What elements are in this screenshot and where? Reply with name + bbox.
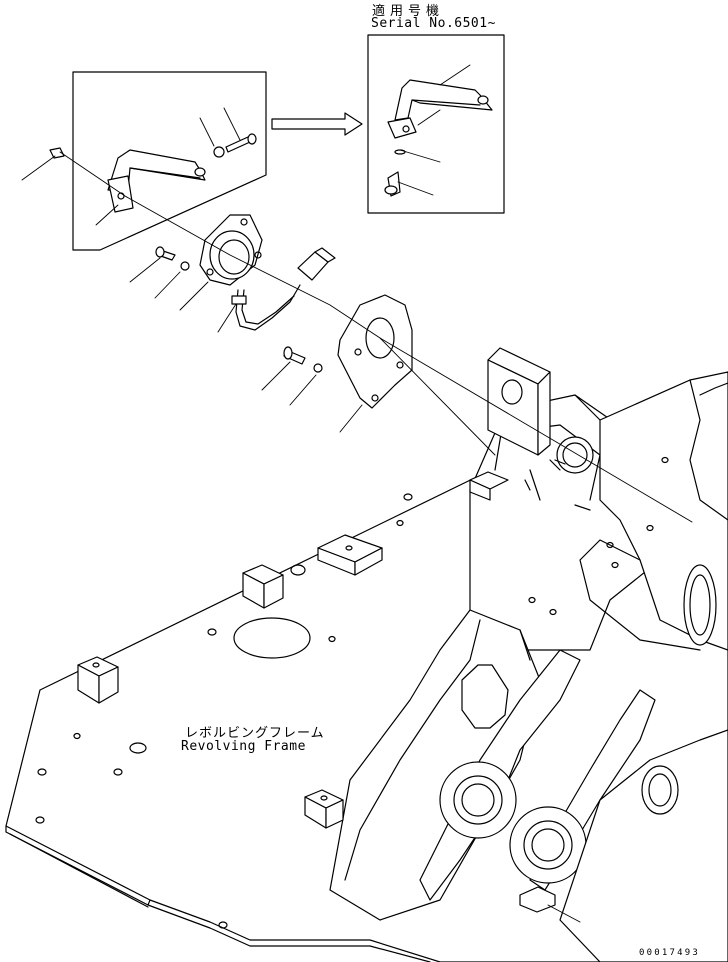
pad-block-1 [242, 564, 284, 609]
old-washer [213, 146, 225, 158]
boss-right [509, 806, 587, 884]
document-number: 00017493 [639, 948, 700, 958]
revolving-frame [5, 347, 728, 962]
pad-block-4 [469, 471, 509, 501]
stopper-block [317, 534, 383, 576]
pin [49, 147, 65, 159]
pad-block-2 [77, 656, 119, 704]
sensor-harness [235, 284, 301, 331]
serial-number-label: Serial No.6501~ [371, 16, 496, 31]
new-washer [394, 149, 406, 155]
sensor-washer [180, 261, 190, 271]
revolving-frame-label: Revolving Frame [181, 739, 306, 754]
assembly-line-main [59, 151, 496, 456]
new-bolt [384, 171, 401, 197]
right-arrow-icon [271, 112, 363, 136]
mounting-post [487, 347, 551, 456]
old-bracket-box [72, 71, 267, 251]
old-bracket [107, 149, 206, 213]
revolving-frame-label-japanese: レボルビングフレーム [185, 726, 325, 741]
harness-clip [231, 295, 247, 305]
new-bracket [387, 79, 493, 139]
frame-large-hole [233, 617, 311, 659]
swing-sensor [199, 214, 263, 286]
sensor-connector [297, 247, 336, 281]
right-side-plate [559, 729, 728, 962]
leader-lines [21, 107, 581, 923]
sensor-mount-plate [337, 294, 413, 409]
boss-left [439, 761, 517, 839]
old-bolt [225, 133, 257, 153]
pad-block-3 [304, 789, 344, 829]
new-bracket-box [367, 34, 505, 214]
serial-applicability-japanese: 適用号機 [372, 4, 445, 19]
plate-washer [313, 363, 323, 373]
plate-bolt [283, 346, 306, 365]
sensor-bolt [155, 246, 176, 261]
